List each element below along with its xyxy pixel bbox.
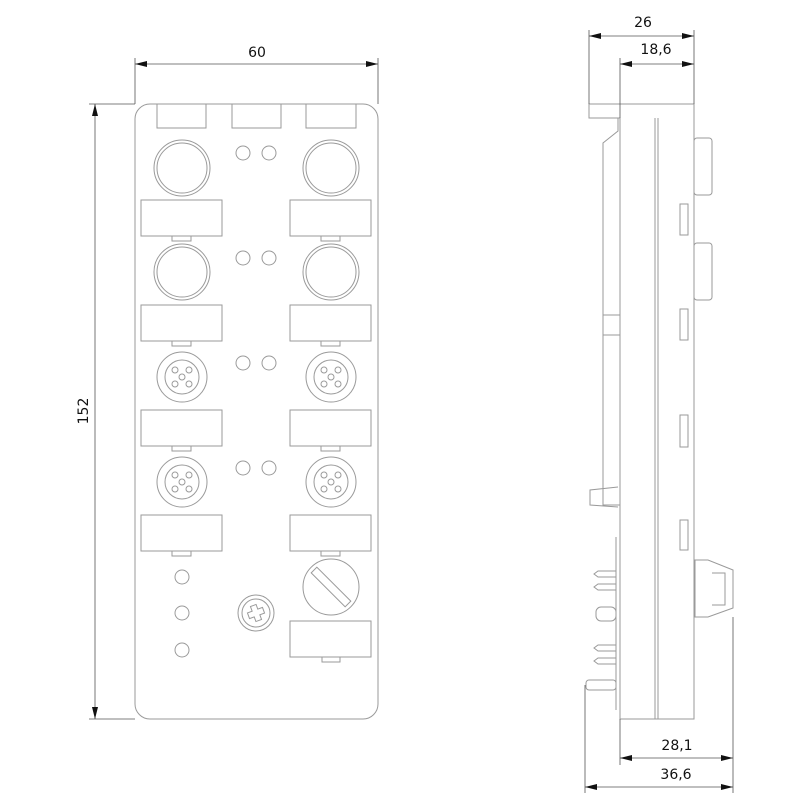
led-indicator <box>174 569 190 585</box>
label-field <box>140 199 223 237</box>
led-indicator <box>235 355 251 371</box>
pin <box>185 366 193 374</box>
pin <box>334 485 342 493</box>
side-view: 26 18,6 28,1 36,6 <box>584 15 734 793</box>
side-leds <box>679 203 689 551</box>
label-field <box>289 620 372 658</box>
connector-rows <box>140 139 372 557</box>
rotary-switch <box>302 558 360 616</box>
led-indicator <box>235 145 251 161</box>
dimension-label: 18,6 <box>640 42 671 58</box>
dimension-label: 60 <box>248 45 266 61</box>
m12-socket <box>156 456 208 508</box>
led-indicator <box>261 145 277 161</box>
led-indicator <box>261 355 277 371</box>
dimension-28-1: 28,1 <box>619 617 734 793</box>
m12-socket <box>305 351 357 403</box>
label-field <box>289 304 372 342</box>
m12-connector <box>302 243 360 301</box>
top-tabs <box>156 103 357 129</box>
led-indicator <box>261 460 277 476</box>
dimension-label: 26 <box>634 15 652 31</box>
pin <box>327 373 335 381</box>
label-field <box>140 514 223 552</box>
pin <box>334 471 342 479</box>
pin <box>171 380 179 388</box>
pin <box>185 485 193 493</box>
pin <box>178 478 186 486</box>
pin <box>320 380 328 388</box>
pin <box>320 471 328 479</box>
front-view: 60 152 <box>76 45 379 720</box>
m12-connector <box>153 243 211 301</box>
ground-screw-icon <box>237 594 275 632</box>
pin <box>185 380 193 388</box>
bottom-leds <box>174 569 190 658</box>
pin <box>171 366 179 374</box>
led-indicator <box>174 605 190 621</box>
led-indicator <box>174 642 190 658</box>
pin <box>320 366 328 374</box>
mounting-pins <box>585 570 617 691</box>
side-body <box>588 103 695 720</box>
label-field <box>140 409 223 447</box>
dimension-label: 36,6 <box>660 767 691 783</box>
dimension-height: 152 <box>76 103 135 720</box>
m12-socket <box>305 456 357 508</box>
pin <box>171 485 179 493</box>
pin <box>320 485 328 493</box>
dimension-width: 60 <box>134 45 379 104</box>
side-connectors <box>693 137 734 618</box>
dimension-18-6: 18,6 <box>619 42 694 118</box>
label-field <box>289 514 372 552</box>
m12-socket <box>156 351 208 403</box>
dimension-label: 152 <box>76 398 92 425</box>
pin <box>171 471 179 479</box>
pin <box>334 366 342 374</box>
dimension-26: 26 <box>588 15 695 104</box>
led-indicator <box>235 460 251 476</box>
led-indicator <box>235 250 251 266</box>
label-field <box>289 409 372 447</box>
pin <box>178 373 186 381</box>
label-field <box>140 304 223 342</box>
m12-connector <box>302 139 360 197</box>
label-field <box>289 199 372 237</box>
pin <box>334 380 342 388</box>
pin <box>185 471 193 479</box>
pin <box>327 478 335 486</box>
m12-connector <box>153 139 211 197</box>
led-indicator <box>261 250 277 266</box>
dimension-36-6: 36,6 <box>584 685 733 793</box>
dimension-label: 28,1 <box>661 738 692 754</box>
